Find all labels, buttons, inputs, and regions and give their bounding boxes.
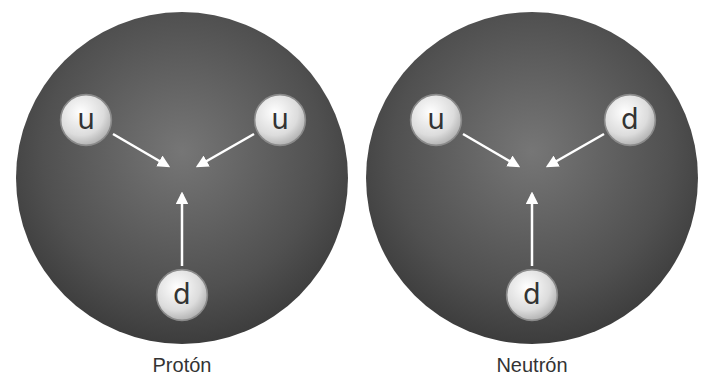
quark-circle: u: [59, 93, 113, 147]
quark-letter: u: [271, 106, 289, 134]
particle-circle: Neutrónudd: [366, 12, 698, 344]
caption-holder: Neutrón: [346, 354, 702, 377]
particle-circle: Protónuud: [16, 12, 348, 344]
quark-letter: d: [173, 281, 191, 309]
particle-name: Protón: [153, 354, 212, 376]
quark-letter: d: [523, 281, 541, 309]
quark-circle: d: [505, 268, 559, 322]
quark-circle: u: [409, 93, 463, 147]
quark-letter: u: [77, 106, 95, 134]
quark-letter: d: [621, 106, 639, 134]
particle-name: Neutrón: [496, 354, 567, 376]
quark-circle: d: [603, 93, 657, 147]
quark-letter: u: [427, 106, 445, 134]
quark-circle: u: [253, 93, 307, 147]
caption-holder: Protón: [0, 354, 368, 377]
quark-circle: d: [155, 268, 209, 322]
